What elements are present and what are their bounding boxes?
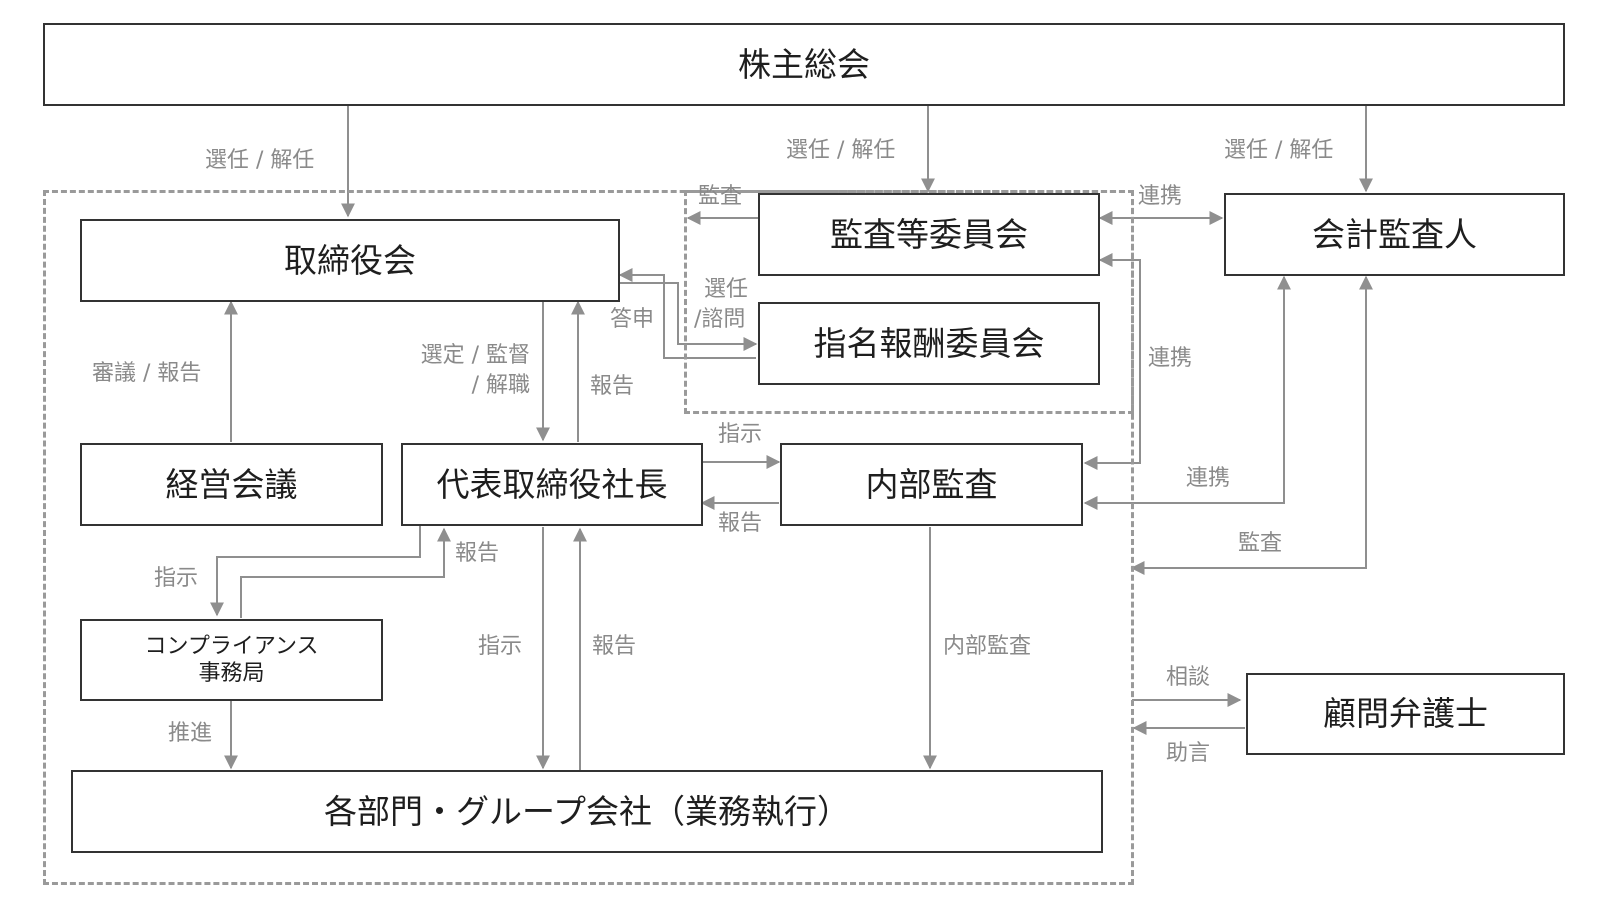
label-coop-internal-accounting: 連携 [1186, 466, 1231, 491]
label-select-supervise-line2: / 解職 [471, 373, 530, 398]
label-audit-company: 監査 [1238, 531, 1283, 556]
nomination-committee-label: 指名報酬委員会 [813, 323, 1045, 363]
label-elect-dismiss-board: 選任 / 解任 [205, 148, 315, 173]
label-answer: 答申 [610, 307, 655, 332]
departments-label: 各部門・グループ会社（業務執行） [323, 791, 851, 831]
legal-advisor-label: 顧問弁護士 [1323, 694, 1488, 734]
president-box: 代表取締役社長 [401, 443, 703, 526]
arrow-report-compliance [240, 527, 451, 618]
president-label: 代表取締役社長 [436, 464, 668, 504]
label-instruct-departments: 指示 [478, 634, 523, 659]
internal-audit-label: 内部監査 [865, 464, 998, 504]
arrow-nominate [620, 282, 758, 351]
label-report-compliance: 報告 [455, 541, 500, 566]
company-boundary [43, 190, 1134, 885]
label-select-supervise-line1: 選定 / 監督 [420, 343, 530, 368]
audit-committee-label: 監査等委員会 [830, 214, 1028, 254]
arrow-answer [618, 268, 756, 359]
label-internal-audit-departments: 内部監査 [943, 634, 1032, 659]
label-advise: 助言 [1166, 741, 1211, 766]
compliance-office-label-line2: 事務局 [198, 661, 265, 686]
management-meeting-label: 経営会議 [165, 464, 298, 504]
label-nominate-line1: 選任 [704, 277, 749, 302]
legal-advisor-box: 顧問弁護士 [1246, 673, 1565, 755]
accounting-auditor-box: 会計監査人 [1224, 193, 1565, 276]
label-report-departments: 報告 [592, 634, 637, 659]
label-elect-dismiss-accounting: 選任 / 解任 [1224, 138, 1334, 163]
compliance-office-label-line1: コンプライアンス [144, 633, 319, 659]
label-audit-board: 監査 [698, 184, 743, 209]
shareholders-meeting-label: 株主総会 [738, 44, 870, 84]
label-elect-dismiss-audit: 選任 / 解任 [786, 138, 896, 163]
label-report-internal: 報告 [718, 511, 763, 536]
label-instruct-internal: 指示 [718, 422, 763, 447]
board-box: 取締役会 [80, 219, 620, 302]
management-meeting-box: 経営会議 [80, 443, 383, 526]
label-consult: 相談 [1166, 665, 1211, 690]
label-coop-audit-internal: 連携 [1148, 346, 1193, 371]
committee-boundary [684, 190, 1134, 414]
label-promote: 推進 [168, 721, 213, 746]
accounting-auditor-label: 会計監査人 [1312, 214, 1477, 254]
label-coop-audit-accounting: 連携 [1138, 184, 1183, 209]
shareholders-meeting-box: 株主総会 [43, 23, 1565, 106]
compliance-office-box: コンプライアンス 事務局 [80, 619, 383, 701]
arrow-audit-company [1130, 275, 1373, 575]
departments-box: 各部門・グループ会社（業務執行） [71, 770, 1103, 853]
label-instruct-compliance: 指示 [154, 566, 199, 591]
internal-audit-box: 内部監査 [780, 443, 1083, 526]
label-nominate-line2: /諮問 [694, 307, 746, 332]
audit-committee-box: 監査等委員会 [758, 193, 1100, 276]
arrow-instruct-compliance [210, 525, 421, 617]
nomination-committee-box: 指名報酬委員会 [758, 302, 1100, 385]
label-deliberate-report: 審議 / 報告 [92, 361, 202, 386]
board-label: 取締役会 [284, 240, 416, 280]
label-report-board: 報告 [590, 374, 635, 399]
